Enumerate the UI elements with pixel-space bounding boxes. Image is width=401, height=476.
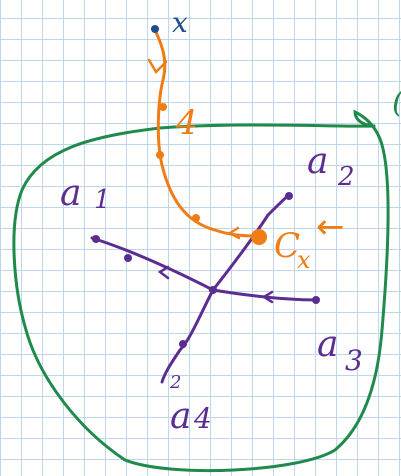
- a4-vertex: [179, 340, 187, 348]
- a2-endpoint: [285, 192, 293, 200]
- arrow-a1: [157, 265, 170, 280]
- distance-label: 4: [175, 103, 198, 143]
- branch-a4: [160, 288, 215, 384]
- path-arrow-top: [147, 58, 168, 75]
- a1-label: a: [60, 173, 81, 214]
- path-arrow-bottom: [227, 226, 241, 240]
- a3-subscript: 3: [345, 344, 363, 377]
- arrow-a3: [261, 290, 274, 304]
- a1-subscript: 1: [94, 185, 111, 215]
- a2-label: a: [307, 141, 328, 182]
- branch-a3: [211, 288, 320, 302]
- path-vertex-2: [156, 151, 164, 159]
- region-label: (: [392, 85, 401, 120]
- point-x-label: x: [172, 6, 188, 39]
- branch-a2: [211, 192, 292, 292]
- branch-a1: [90, 236, 215, 292]
- a3-label: a: [317, 324, 338, 365]
- a4-tick: 2: [169, 372, 181, 393]
- a3-endpoint: [312, 296, 320, 304]
- a2-subscript: 2: [337, 162, 355, 192]
- a1-endpoint: [92, 235, 100, 243]
- a1-vertex: [124, 254, 132, 262]
- center-label: C: [274, 226, 300, 266]
- path-vertex-3: [192, 214, 200, 222]
- a4-subscript: 4: [193, 402, 212, 435]
- center-subscript: x: [297, 246, 311, 274]
- path-vertex-1: [159, 103, 167, 111]
- path-x-to-center: [153, 28, 260, 238]
- region-boundary: [12, 109, 390, 473]
- center-point: [251, 229, 267, 245]
- junction-node: [209, 286, 217, 294]
- center-arrow: ←: [316, 207, 345, 247]
- point-x-dot: [151, 25, 159, 33]
- a4-label: a: [170, 396, 191, 437]
